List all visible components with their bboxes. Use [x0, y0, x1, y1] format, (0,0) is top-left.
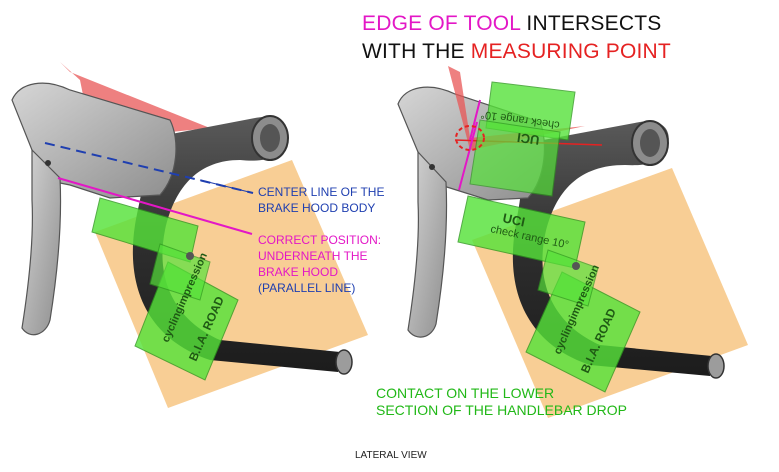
right-tool-uci-top: UCI: [516, 130, 540, 148]
left-parallel-line: [57, 177, 253, 235]
left-tool-screw: [186, 252, 194, 260]
right-bar-end-bottom: [707, 353, 725, 379]
correct-position-label-1: CORRECT POSITION:: [258, 233, 382, 247]
correct-position-label-2: UNDERNEATH THE: [258, 249, 368, 263]
right-lever-pivot: [429, 164, 435, 170]
correct-position-label-3: BRAKE HOOD: [258, 265, 339, 279]
contact-label-1: CONTACT ON THE LOWER: [376, 385, 555, 401]
title-with-the: WITH THE: [362, 40, 471, 63]
right-tool-bia: cyclingimpression B.I.A. ROAD: [525, 249, 641, 393]
right-tool-check: check range 10° UCI UCI check range 10°: [457, 81, 586, 269]
right-tool-edge-line: [458, 121, 478, 191]
right-bar-end-inner: [640, 129, 660, 157]
left-illustration: cyclingimpression B.I.A. ROAD: [11, 62, 368, 408]
center-line-label-1: CENTER LINE OF THE: [258, 185, 385, 199]
page-title-line2: WITH THE MEASURING POINT: [362, 40, 671, 63]
contact-label-2: SECTION OF THE HANDLEBAR DROP: [376, 402, 628, 418]
right-measuring-point-circle: [455, 125, 485, 151]
left-bar-end-inner: [260, 124, 280, 152]
left-handlebar: [132, 117, 340, 372]
right-tool-screw: [572, 262, 580, 270]
left-lever-pivot: [45, 160, 51, 166]
page-title: EDGE OF TOOL INTERSECTS: [362, 12, 661, 35]
right-tool-uci-bottom: UCI: [501, 210, 526, 229]
left-brake-hood: [11, 82, 177, 199]
title-measuring-point: MEASURING POINT: [470, 40, 671, 63]
title-edge-of-tool: EDGE OF TOOL: [362, 12, 521, 35]
left-bar-end-bottom: [335, 349, 353, 375]
right-illustration: check range 10° UCI UCI check range 10° …: [397, 66, 748, 418]
right-brake-lever: [407, 150, 448, 338]
left-center-line-pointer: [199, 179, 254, 194]
parallel-line-label: (PARALLEL LINE): [258, 281, 356, 295]
left-brake-lever: [21, 148, 62, 336]
title-intersects: INTERSECTS: [520, 12, 662, 35]
left-tool: cyclingimpression B.I.A. ROAD: [91, 197, 239, 381]
center-line-label-2: BRAKE HOOD BODY: [258, 201, 376, 215]
right-tool-edge-line-2: [469, 99, 481, 141]
lateral-view-caption: LATERAL VIEW: [355, 450, 427, 461]
